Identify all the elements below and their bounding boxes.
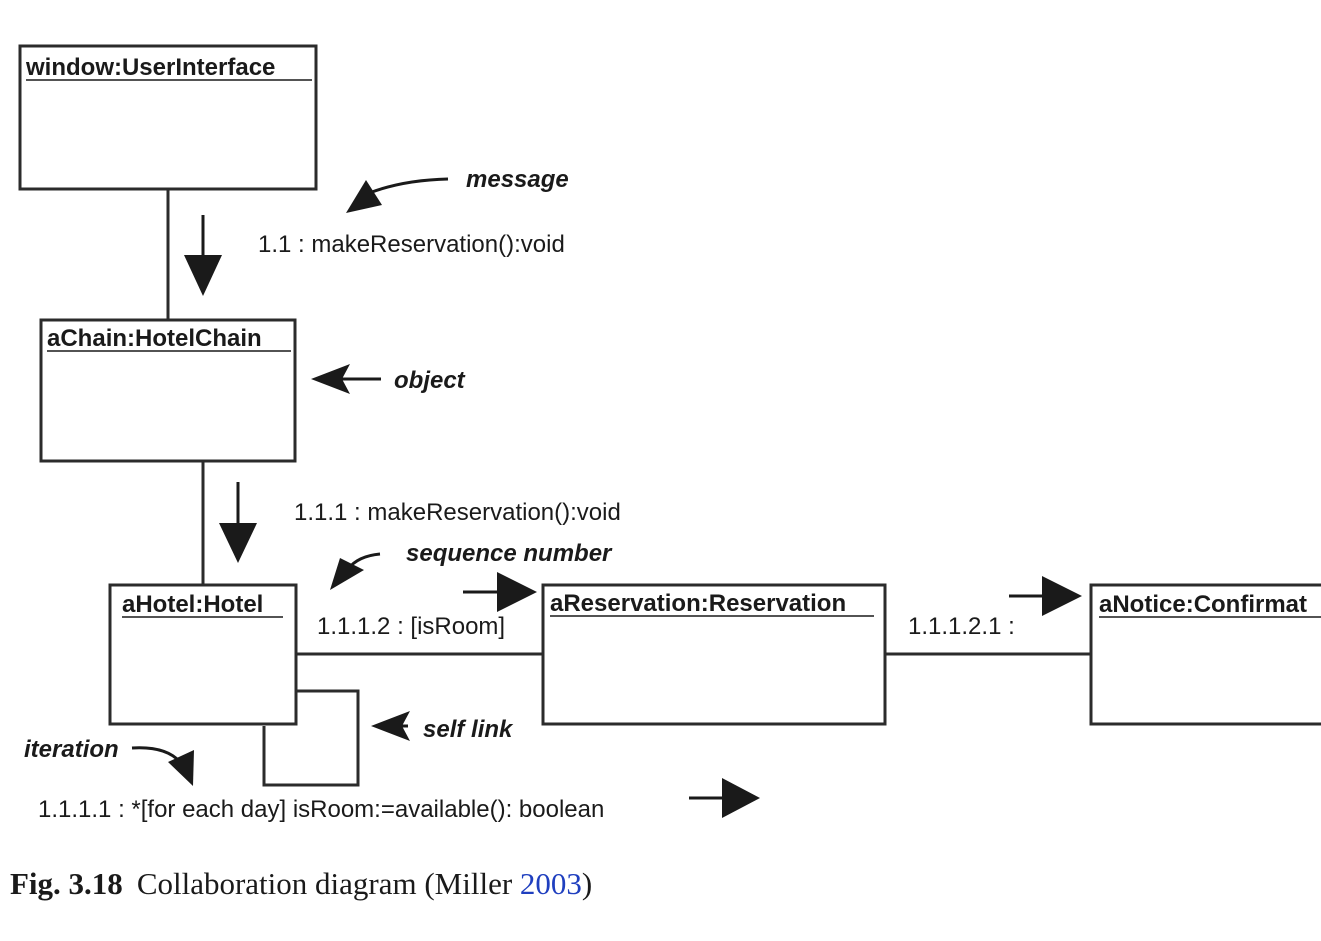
- message-label-4: 1.1.1.2.1 :: [908, 613, 1015, 640]
- object-window: window:UserInterface: [18, 44, 318, 191]
- message-arrow-2: [219, 482, 257, 563]
- annotation-object: object: [311, 364, 466, 394]
- object-hotel: aHotel:Hotel: [108, 583, 298, 726]
- message-arrow-3: [463, 572, 537, 612]
- object-hotel-title: aHotel:Hotel: [122, 591, 263, 618]
- object-reservation-title: aReservation:Reservation: [550, 590, 846, 617]
- citation-year-link[interactable]: 2003: [519, 866, 582, 901]
- message-arrow-5: [689, 778, 760, 818]
- object-notice-title: aNotice:Confirmat: [1099, 591, 1307, 618]
- figure-caption: Fig. 3.18 Collaboration diagram (Miller 2…: [10, 866, 592, 902]
- annotation-iteration-label: iteration: [24, 736, 119, 763]
- message-label-2: 1.1.1 : makeReservation():void: [294, 499, 621, 526]
- annotation-iteration: iteration: [24, 736, 194, 786]
- message-label-5: 1.1.1.1 : *[for each day] isRoom:=availa…: [38, 796, 604, 823]
- message-label-3: 1.1.1.2 : [isRoom]: [317, 613, 505, 640]
- annotation-self-link: self link: [371, 711, 514, 743]
- message-arrow-4: [1009, 576, 1082, 616]
- message-arrow-1: [184, 215, 222, 296]
- self-link: [262, 689, 360, 787]
- message-label-1: 1.1 : makeReservation():void: [258, 231, 565, 258]
- caption-text: Collaboration diagram (Miller: [136, 866, 520, 901]
- object-reservation: aReservation:Reservation: [541, 583, 887, 726]
- figure-label: Fig. 3.18: [10, 866, 123, 901]
- annotation-sequence-number-label: sequence number: [406, 540, 613, 567]
- object-chain-title: aChain:HotelChain: [47, 325, 262, 352]
- collaboration-diagram: window:UserInterface aChain:HotelChain a…: [18, 44, 1321, 823]
- object-chain: aChain:HotelChain: [39, 318, 297, 463]
- annotation-self-link-label: self link: [423, 716, 514, 743]
- annotation-message-label: message: [466, 166, 569, 193]
- annotation-sequence-number: sequence number: [330, 540, 613, 590]
- caption-close: ): [581, 866, 593, 901]
- object-window-title: window:UserInterface: [25, 54, 275, 81]
- annotation-object-label: object: [394, 367, 466, 394]
- annotation-message: message: [346, 166, 569, 213]
- object-notice: aNotice:Confirmat: [1089, 583, 1321, 726]
